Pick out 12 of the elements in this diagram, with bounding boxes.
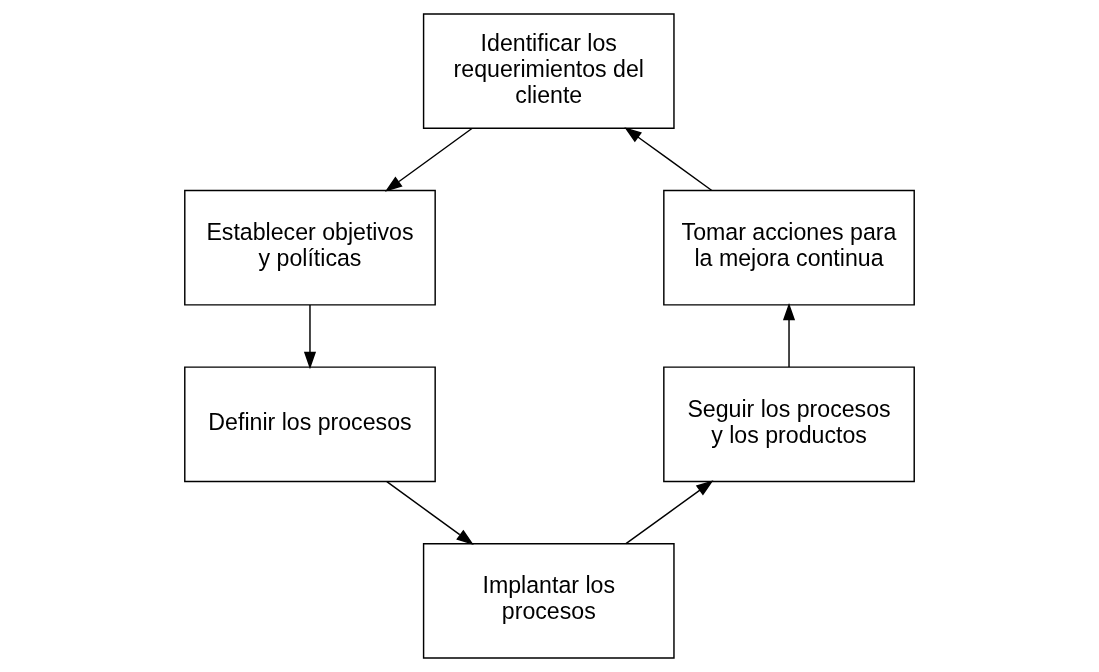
node-box: Identificar los requerimientos del cliente — [422, 13, 675, 130]
node-box: Seguir los procesos y los productos — [663, 366, 915, 483]
node-box: Definir los procesos — [184, 366, 436, 483]
arrow — [625, 480, 714, 545]
arrow — [386, 480, 474, 545]
node-box: Implantar los procesos — [422, 542, 675, 659]
arrow — [303, 304, 317, 370]
arrow — [384, 127, 473, 192]
node-box: Establecer objetivos y políticas — [184, 189, 436, 306]
node-box: Tomar acciones para la mejora continua — [663, 189, 915, 306]
arrow — [624, 127, 713, 192]
arrow — [782, 302, 796, 368]
